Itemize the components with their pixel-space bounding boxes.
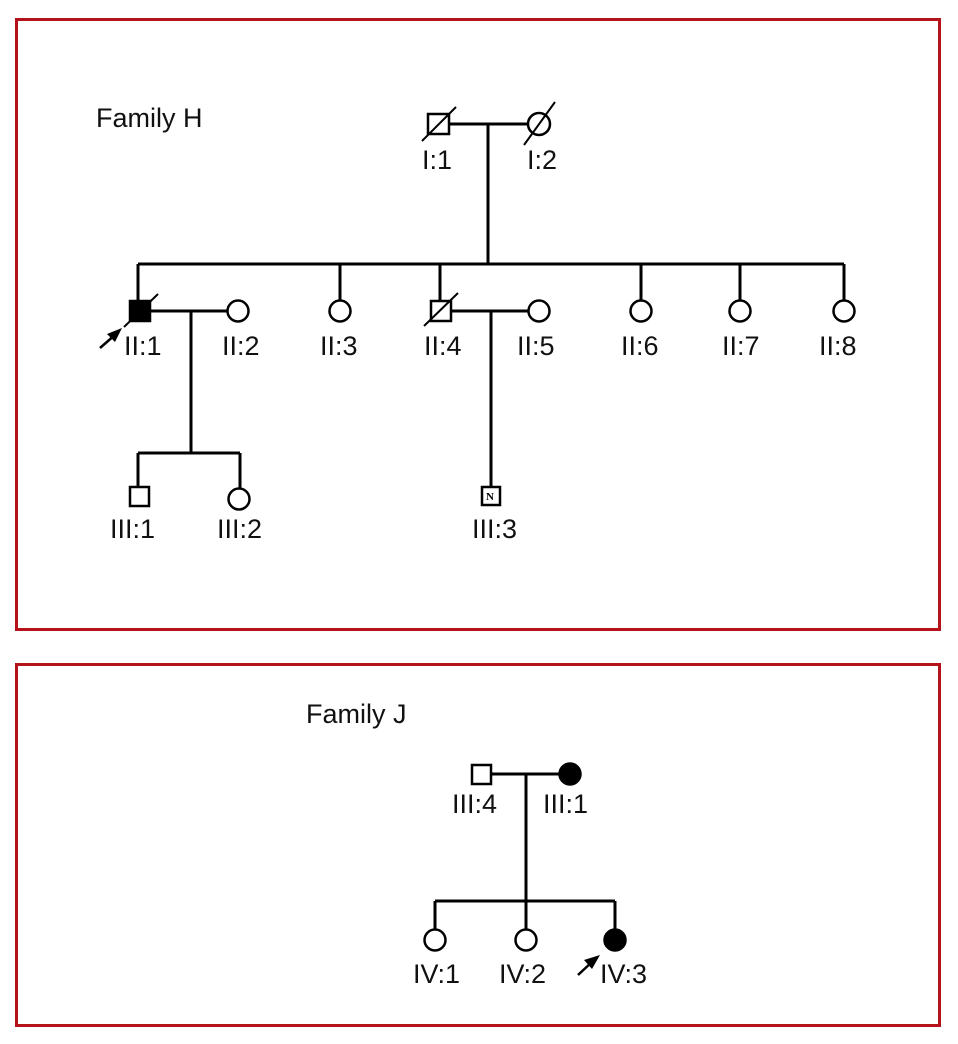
- individual-label: II:6: [621, 331, 659, 361]
- individual-H-II6[interactable]: II:6: [621, 299, 659, 362]
- individual-label: III:1: [110, 514, 155, 544]
- family-j-panel: [15, 663, 941, 1027]
- individual-H-II8[interactable]: II:8: [819, 299, 857, 362]
- female-symbol: [226, 299, 250, 323]
- individual-label: IV:1: [413, 959, 460, 989]
- individual-H-II4[interactable]: II:4: [423, 292, 462, 361]
- female-symbol: [514, 928, 538, 952]
- individual-J-IV2[interactable]: IV:2: [499, 928, 546, 990]
- individual-label: II:1: [124, 331, 162, 361]
- affected-female-symbol: [603, 928, 627, 952]
- individual-J-IV3[interactable]: IV:3: [577, 928, 647, 990]
- individual-label: III:3: [472, 514, 517, 544]
- female-symbol: [227, 487, 251, 511]
- male-symbol: [470, 763, 493, 786]
- male-symbol: [480, 485, 502, 507]
- individual-label: I:1: [422, 145, 452, 175]
- proband-arrow-icon: [577, 955, 600, 976]
- family-h-panel: [15, 18, 941, 631]
- deceased-slash: [423, 292, 459, 327]
- individual-label: II:7: [722, 331, 760, 361]
- family-h-lines: [136, 122, 846, 488]
- individual-label: II:2: [222, 331, 260, 361]
- individual-H-I1[interactable]: I:1: [421, 106, 457, 175]
- family-j-title: Family J: [306, 699, 407, 729]
- individual-label: IV:3: [600, 959, 647, 989]
- individual-label: III:1: [543, 789, 588, 819]
- individual-H-III1[interactable]: III:1: [110, 485, 155, 544]
- deceased-slash: [123, 293, 159, 328]
- individual-H-II1[interactable]: II:1: [99, 293, 162, 361]
- individual-H-III2[interactable]: III:2: [217, 487, 262, 545]
- female-symbol: [423, 928, 447, 952]
- individual-H-II7[interactable]: II:7: [722, 299, 760, 362]
- individual-H-I2[interactable]: I:2: [523, 101, 557, 175]
- individual-J-III4[interactable]: III:4: [452, 763, 497, 819]
- female-symbol: [328, 299, 352, 323]
- n-marker: N: [486, 491, 494, 503]
- individual-label: III:4: [452, 789, 497, 819]
- individual-label: I:2: [527, 145, 557, 175]
- female-symbol: [629, 299, 653, 323]
- individual-J-III1[interactable]: III:1: [543, 762, 588, 820]
- female-symbol: [832, 299, 856, 323]
- individual-label: II:5: [517, 331, 555, 361]
- deceased-slash: [421, 106, 457, 142]
- individual-label: II:8: [819, 331, 857, 361]
- female-symbol: [728, 299, 752, 323]
- family-j-lines: [433, 772, 617, 930]
- proband-arrow-icon: [99, 328, 122, 349]
- individual-label: III:2: [217, 514, 262, 544]
- individual-H-II2[interactable]: II:2: [222, 299, 260, 362]
- individual-label: IV:2: [499, 959, 546, 989]
- individual-label: II:4: [424, 331, 462, 361]
- individual-H-II5[interactable]: II:5: [517, 299, 555, 362]
- female-symbol: [527, 299, 551, 323]
- deceased-slash: [523, 101, 556, 146]
- male-symbol: [128, 485, 151, 508]
- affected-female-symbol: [558, 762, 582, 786]
- individual-label: II:3: [320, 331, 358, 361]
- individual-H-II3[interactable]: II:3: [320, 299, 358, 362]
- individual-H-III3[interactable]: N III:3: [472, 485, 517, 544]
- family-h-title: Family H: [96, 103, 203, 133]
- individual-J-IV1[interactable]: IV:1: [413, 928, 460, 990]
